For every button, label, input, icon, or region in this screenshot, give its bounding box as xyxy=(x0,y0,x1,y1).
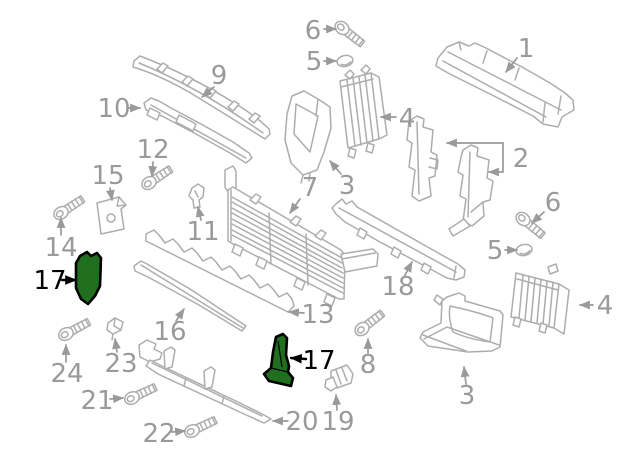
leader-arrow xyxy=(195,205,205,221)
part-label-13[interactable]: 13 xyxy=(301,300,334,330)
part-label-5[interactable]: 5 xyxy=(306,47,323,77)
leader-lines xyxy=(56,24,594,437)
part-label-17[interactable]: 17 xyxy=(302,346,335,376)
part-18-lower-rail xyxy=(331,198,466,281)
part-2-bracket-left xyxy=(406,115,439,202)
part-21-screw xyxy=(121,380,159,408)
leader-arrow xyxy=(289,353,308,364)
leader-arrow xyxy=(329,160,342,175)
leader-arrow xyxy=(106,187,115,202)
leader-arrow xyxy=(460,365,470,385)
part-19-sensor-plug xyxy=(324,364,354,392)
part-7-grille-shutter xyxy=(224,165,379,307)
leader-arrow xyxy=(332,393,342,411)
part-5-clip-top xyxy=(335,53,355,69)
part-15-bracket-plate xyxy=(96,196,127,235)
part-20-lower-bar xyxy=(138,339,272,424)
part-label-15[interactable]: 15 xyxy=(91,161,124,191)
part-label-16[interactable]: 16 xyxy=(153,317,186,347)
leader-arrow xyxy=(171,427,187,437)
part-label-22[interactable]: 22 xyxy=(142,419,175,449)
part-2-bracket-right xyxy=(448,144,494,237)
part-4-right-air-duct xyxy=(510,263,570,335)
part-8-screw xyxy=(351,307,387,340)
part-24-screw xyxy=(55,315,93,344)
part-label-4[interactable]: 4 xyxy=(399,104,416,134)
part-label-2[interactable]: 2 xyxy=(513,144,530,174)
leader-arrow xyxy=(201,86,215,98)
leader-arrow xyxy=(287,308,305,318)
part-10-trim-strip xyxy=(143,97,253,164)
part-label-12[interactable]: 12 xyxy=(136,135,169,165)
part-16-trim-strip xyxy=(133,260,247,332)
part-13-lower-trim xyxy=(145,229,295,313)
part-label-19[interactable]: 19 xyxy=(321,407,354,437)
highlighted-part-17-right[interactable] xyxy=(262,332,295,388)
part-label-4[interactable]: 4 xyxy=(597,291,614,321)
part-label-11[interactable]: 11 xyxy=(186,217,219,247)
leader-arrow xyxy=(445,138,504,177)
part-22-screw xyxy=(181,413,219,441)
leader-arrow xyxy=(109,394,125,404)
part-label-17[interactable]: 17 xyxy=(33,266,66,296)
part-label-6[interactable]: 6 xyxy=(305,16,322,46)
part-14-screw xyxy=(50,193,87,223)
highlighted-part-17-left[interactable] xyxy=(74,250,103,306)
part-label-23[interactable]: 23 xyxy=(104,349,137,379)
leader-arrow xyxy=(505,57,518,73)
part-label-10[interactable]: 10 xyxy=(97,94,130,124)
leader-arrow xyxy=(112,337,121,353)
part-label-18[interactable]: 18 xyxy=(381,272,414,302)
part-label-9[interactable]: 9 xyxy=(211,61,228,91)
leader-arrow xyxy=(148,161,158,178)
part-label-20[interactable]: 20 xyxy=(285,407,318,437)
part-6-screw-top xyxy=(331,17,367,50)
part-label-8[interactable]: 8 xyxy=(360,350,377,380)
part-label-7[interactable]: 7 xyxy=(302,173,319,203)
part-12-screw xyxy=(138,163,175,193)
part-label-14[interactable]: 14 xyxy=(44,233,77,263)
leader-arrow xyxy=(531,211,545,224)
part-11-clip xyxy=(188,183,205,209)
part-4-upper-air-duct xyxy=(339,64,388,159)
leader-arrow xyxy=(403,261,413,278)
part-label-6[interactable]: 6 xyxy=(545,188,562,218)
leader-arrow xyxy=(289,198,301,214)
leader-arrow xyxy=(174,308,185,322)
part-label-24[interactable]: 24 xyxy=(50,359,83,389)
part-label-3[interactable]: 3 xyxy=(459,381,476,411)
part-label-3[interactable]: 3 xyxy=(339,171,356,201)
part-23-clip xyxy=(106,317,124,341)
part-3-lower-air-baffle xyxy=(419,292,504,353)
part-3-upper-baffle xyxy=(284,90,332,184)
part-label-1[interactable]: 1 xyxy=(518,34,535,64)
part-label-21[interactable]: 21 xyxy=(80,386,113,416)
part-label-5[interactable]: 5 xyxy=(487,236,504,266)
part-1-upper-cover xyxy=(435,41,575,128)
